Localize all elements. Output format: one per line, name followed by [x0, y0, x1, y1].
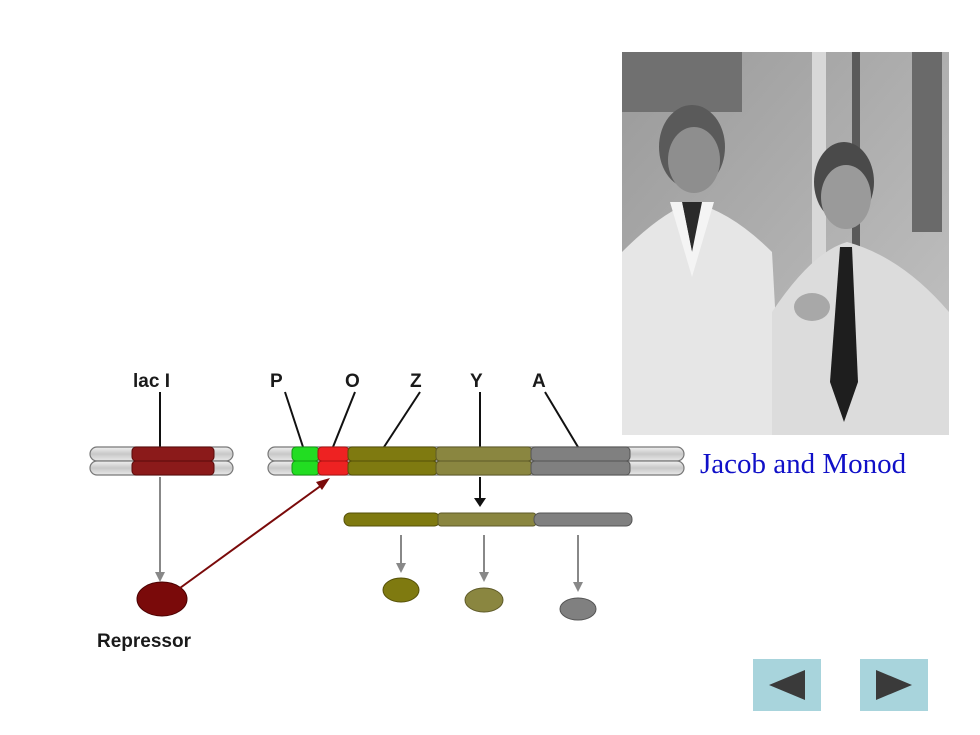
laci-gene-bottom: [131, 460, 215, 476]
dna-segment-laci: [89, 446, 234, 476]
triangle-right-icon: [876, 670, 912, 700]
repressor-protein: [136, 581, 188, 617]
gene-label-o: O: [345, 371, 360, 392]
laca-protein: [559, 597, 597, 621]
laci-expression-arrow: [155, 477, 165, 582]
operator-region: [317, 446, 350, 462]
translation-arrows: [400, 535, 579, 585]
photo-of-two-scientists-icon: [622, 52, 949, 435]
gene-label-p: P: [270, 371, 283, 392]
gene-label-z: Z: [410, 371, 422, 392]
lacz-gene: [347, 446, 438, 462]
previous-slide-button[interactable]: [753, 659, 821, 711]
next-slide-button[interactable]: [860, 659, 928, 711]
repressor-binding-arrow: [179, 478, 330, 589]
label-pointer-lines: [159, 391, 579, 448]
mrna-strand: [343, 512, 633, 527]
laci-gene-top: [131, 446, 215, 462]
scientists-photo: [622, 52, 949, 435]
lacy-gene: [435, 446, 533, 462]
gene-label-a: A: [532, 371, 546, 392]
laca-gene: [530, 446, 631, 462]
photo-caption: Jacob and Monod: [700, 448, 907, 480]
repressor-label: Repressor: [97, 631, 192, 652]
gene-label-laci: lac I: [133, 371, 170, 392]
lacy-protein: [464, 587, 504, 613]
promoter-region: [291, 446, 320, 462]
transcription-arrow: [474, 477, 486, 507]
lacz-protein: [382, 577, 420, 603]
dna-segment-operon: [267, 446, 685, 476]
gene-label-y: Y: [470, 371, 483, 392]
triangle-left-icon: [769, 670, 805, 700]
translation-arrowheads: [396, 563, 583, 592]
